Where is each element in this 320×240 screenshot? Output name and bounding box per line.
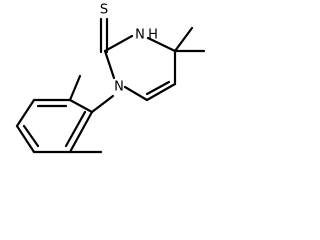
bond-ar-c4-c5 bbox=[15, 124, 36, 154]
bond-c6-n1 bbox=[123, 85, 149, 102]
bond-c4-methyl-up bbox=[173, 26, 194, 53]
bond-c2-n3 bbox=[103, 34, 134, 53]
atom-label-sulfur: S bbox=[100, 3, 108, 18]
bond-c5-c6 bbox=[145, 82, 177, 102]
bond-ar-c4-c5-inner bbox=[22, 124, 40, 148]
atom-label-nitrogen-top: N bbox=[135, 28, 145, 43]
bond-ar-c6-c1 bbox=[68, 110, 94, 154]
atom-label-nitrogen-ring: N bbox=[114, 80, 124, 95]
atom-label-hydrogen: H bbox=[148, 28, 158, 43]
bond-ortho-methyl-top bbox=[68, 74, 82, 102]
chemical-structure: S N H N bbox=[15, 3, 206, 154]
bond-ar-c1-c2 bbox=[68, 98, 94, 114]
bond-n1-aryl bbox=[90, 94, 115, 114]
bond-c5-c6-inner bbox=[145, 80, 171, 96]
bond-ar-c6-c1-inner bbox=[64, 110, 87, 148]
bond-ar-c3-c4 bbox=[15, 98, 36, 128]
bond-n1-c2 bbox=[103, 49, 116, 80]
bond-n3-c4 bbox=[146, 36, 177, 53]
